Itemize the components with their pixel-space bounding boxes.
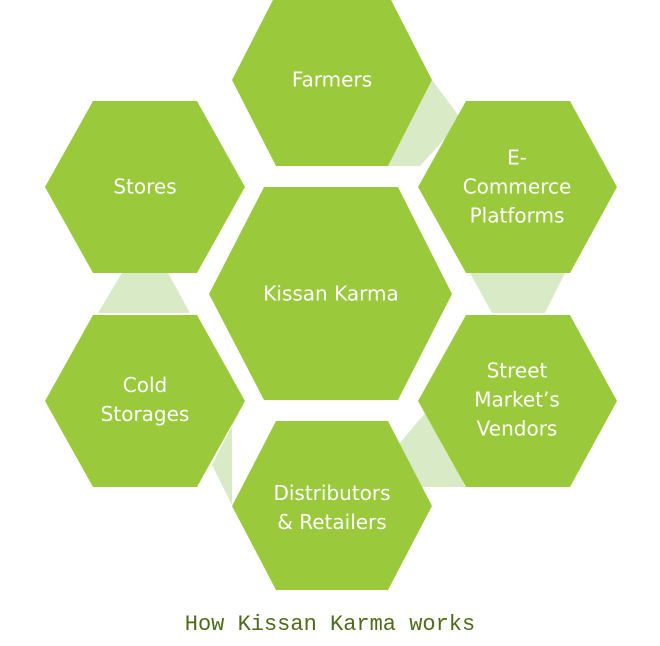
connector-farmers-ecommerce bbox=[388, 80, 462, 166]
hex-center bbox=[209, 187, 452, 400]
label-street: Street Market’s Vendors bbox=[474, 358, 560, 441]
label-stores: Stores bbox=[113, 174, 177, 199]
label-cold: Cold Storages bbox=[100, 373, 190, 426]
hex-ecommerce bbox=[418, 101, 617, 273]
caption: How Kissan Karma works bbox=[184, 612, 476, 637]
hex-stores bbox=[45, 101, 245, 273]
hex-street bbox=[418, 315, 617, 487]
connector-street-distributors bbox=[398, 405, 465, 487]
connector-cold-distributors bbox=[212, 401, 245, 505]
hex-distributors bbox=[232, 421, 432, 590]
label-center: Kissan Karma bbox=[263, 281, 399, 306]
label-distributors: Distributors & Retailers bbox=[273, 481, 391, 534]
connector-stores-cold bbox=[98, 273, 190, 313]
hex-cold bbox=[45, 315, 245, 487]
label-ecommerce: E- Commerce Platforms bbox=[462, 145, 572, 228]
hex-farmers bbox=[232, 0, 432, 166]
connector-ecommerce-street bbox=[470, 273, 565, 313]
label-farmers: Farmers bbox=[291, 67, 373, 92]
